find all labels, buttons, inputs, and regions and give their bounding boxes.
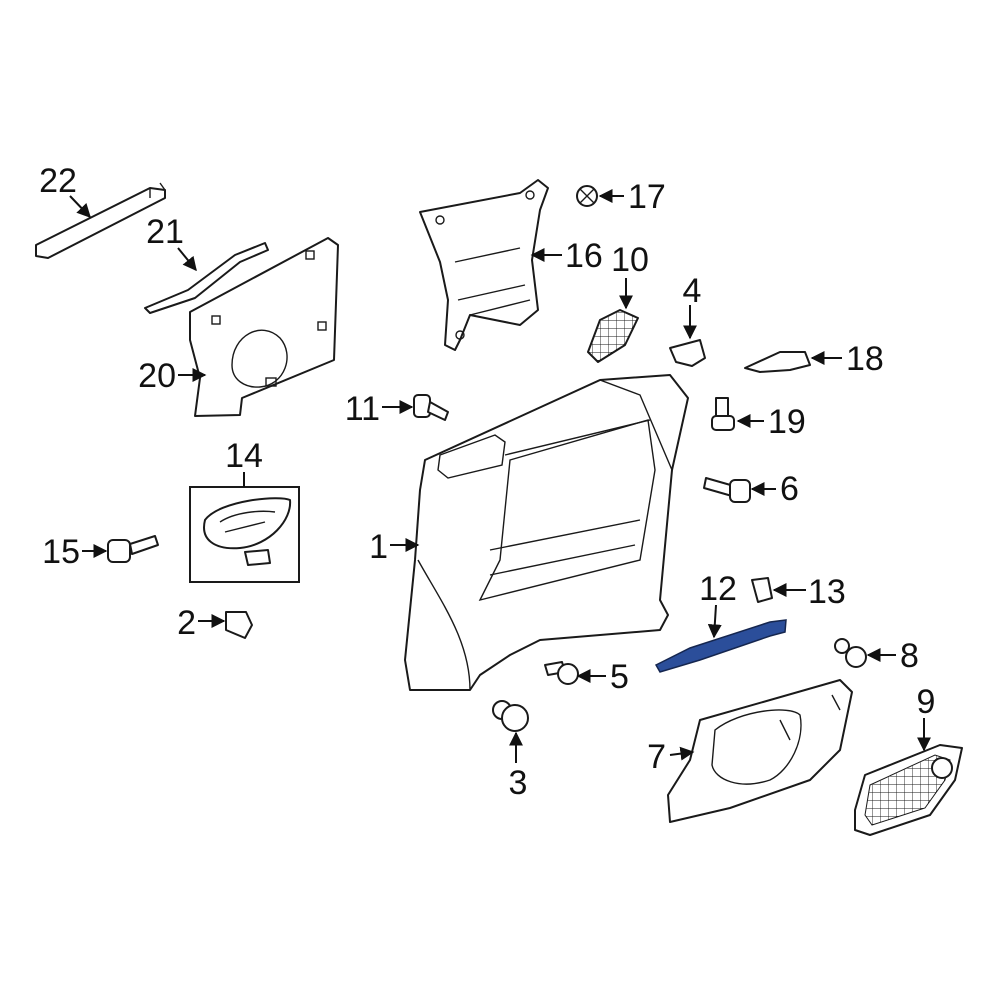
callout-7: 7 <box>647 738 666 776</box>
part-14-group[interactable] <box>189 486 300 583</box>
callout-18: 18 <box>846 340 884 378</box>
callout-16: 16 <box>565 237 603 275</box>
callout-21: 21 <box>146 213 184 251</box>
part-3-bumper[interactable] <box>492 700 529 732</box>
part-22-weatherstrip[interactable] <box>35 182 166 259</box>
part-1-quarter-panel[interactable] <box>404 374 689 691</box>
callout-6: 6 <box>780 470 799 508</box>
part-7-lower-trim[interactable] <box>667 679 853 823</box>
part-10-grille[interactable] <box>587 309 639 363</box>
part-17-plug[interactable] <box>576 185 598 207</box>
callout-14: 14 <box>225 437 263 475</box>
callout-4: 4 <box>683 272 702 310</box>
callout-15: 15 <box>42 533 80 571</box>
part-12-trim-strip[interactable] <box>654 619 787 673</box>
part-20-insulation-panel[interactable] <box>189 237 339 417</box>
part-18-trim[interactable] <box>744 351 811 373</box>
part-9-speaker-grille[interactable] <box>854 744 963 836</box>
callout-10: 10 <box>611 241 649 279</box>
part-11-bolt[interactable] <box>413 394 449 421</box>
leader-lines <box>69 189 931 763</box>
part-5-push-pin[interactable] <box>544 661 579 685</box>
part-6-bolt[interactable] <box>703 477 751 503</box>
callout-20: 20 <box>138 357 176 395</box>
part-21-seal[interactable] <box>144 242 269 314</box>
callout-12: 12 <box>699 570 737 608</box>
callout-2: 2 <box>177 604 196 642</box>
callout-3: 3 <box>509 764 528 802</box>
callout-11: 11 <box>345 390 380 428</box>
part-19-bolt[interactable] <box>711 397 735 431</box>
callout-5: 5 <box>610 658 629 696</box>
callout-13: 13 <box>808 573 846 611</box>
callout-17: 17 <box>628 178 666 216</box>
callout-22: 22 <box>39 162 77 200</box>
part-2-clip[interactable] <box>225 611 253 639</box>
part-15-bolt[interactable] <box>107 535 159 563</box>
part-8-grommet[interactable] <box>834 638 867 668</box>
callout-9: 9 <box>917 683 936 721</box>
callout-labels: 1 2 3 4 5 6 7 8 9 10 11 12 13 14 15 16 1… <box>39 162 935 802</box>
callout-19: 19 <box>768 403 806 441</box>
callout-8: 8 <box>900 637 919 675</box>
part-16-bracket[interactable] <box>419 179 549 351</box>
part-4-clip[interactable] <box>669 339 706 367</box>
callout-1: 1 <box>369 528 388 566</box>
part-13-clip[interactable] <box>751 577 773 603</box>
